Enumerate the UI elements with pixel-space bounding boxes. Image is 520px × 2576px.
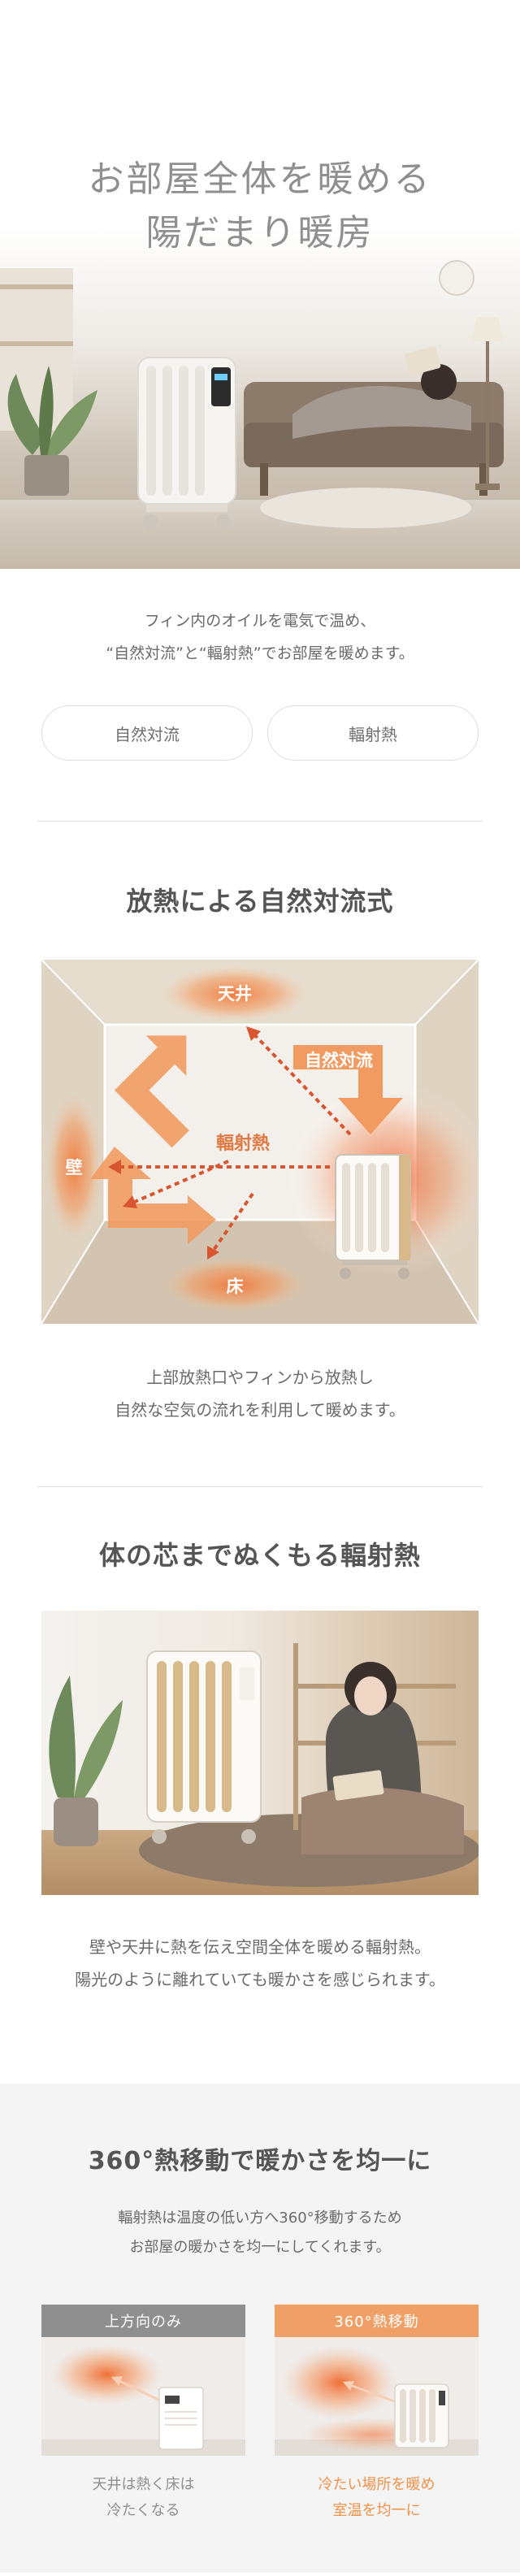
radiant-desc: 壁や天井に熱を伝え空間全体を暖める輻射熱。 陽光のように離れていても暖かさを感じ… <box>0 1931 520 1996</box>
compare-right-cap1: 冷たい場所を暖め <box>318 2476 436 2493</box>
hero-title-line1: お部屋全体を暖める <box>88 158 432 200</box>
intro-text: フィン内のオイルを電気で温め、 “自然対流”と“輻射熱”でお部屋を暖めます。 <box>0 605 520 670</box>
radiant-section: 体の芯までぬくもる輻射熱 <box>0 1537 520 1996</box>
spread-sub-line2: お部屋の暖かさを均一にしてくれます。 <box>129 2239 391 2256</box>
plant-icon <box>0 268 98 496</box>
radiant-title: 体の芯までぬくもる輻射熱 <box>98 1540 421 1571</box>
compare-left-head: 上方向のみ <box>41 2305 245 2337</box>
intro-line1: フィン内のオイルを電気で温め、 <box>144 612 376 630</box>
compare-left-image <box>41 2337 245 2456</box>
pill-radiant[interactable]: 輻射熱 <box>267 705 479 761</box>
hero-section: お部屋全体を暖める 陽だまり暖房 <box>0 0 520 569</box>
convection-section: 放熱による自然対流式 <box>0 883 520 1487</box>
convection-desc: 上部放熱口やフィンから放熱し 自然な空気の流れを利用して暖めます。 <box>0 1361 520 1426</box>
convection-title: 放熱による自然対流式 <box>126 886 394 917</box>
room-diagram <box>41 960 479 1324</box>
spread-sub-line1: 輻射熱は温度の低い方へ360°移動するため <box>118 2210 402 2227</box>
radiant-scene <box>49 1643 464 1854</box>
hero-title: お部屋全体を暖める 陽だまり暖房 <box>0 153 520 260</box>
heater-illustration <box>335 1154 411 1279</box>
hero-title-line2: 陽だまり暖房 <box>145 212 375 254</box>
radiant-desc-line1: 壁や天井に熱を伝え空間全体を暖める輻射熱。 <box>89 1937 431 1957</box>
oil-heater-icon <box>137 357 236 529</box>
feature-pills: 自然対流 輻射熱 <box>0 705 520 761</box>
compare-right-image <box>275 2337 479 2456</box>
comparison: 上方向のみ <box>0 2305 520 2524</box>
spread-sub: 輻射熱は温度の低い方へ360°移動するため お部屋の暖かさを均一にしてくれます。 <box>0 2204 520 2262</box>
sofa-with-person <box>244 345 504 496</box>
spread-title: 360°熱移動で暖かさを均一に <box>88 2147 432 2175</box>
compare-right-caption: 冷たい場所を暖め 室温を均一に <box>275 2472 479 2524</box>
label-natural-convection: 自然対流 <box>305 1051 373 1070</box>
wall-clock-icon <box>439 260 474 296</box>
label-ceiling: 天井 <box>218 984 252 1004</box>
label-wall: 壁 <box>65 1158 83 1177</box>
compare-left-cap2: 冷たくなる <box>106 2502 180 2519</box>
intro-line2: “自然対流”と“輻射熱”でお部屋を暖めます。 <box>106 644 414 662</box>
compare-360-spread: 360°熱移動 <box>275 2305 479 2524</box>
compare-left-cap1: 天井は熱く床は <box>92 2476 195 2493</box>
floor-lamp-icon <box>471 317 504 490</box>
convection-desc-line1: 上部放熱口やフィンから放熱し <box>146 1368 374 1387</box>
label-radiant-heat: 輻射熱 <box>215 1134 270 1154</box>
compare-left-caption: 天井は熱く床は 冷たくなる <box>41 2472 245 2524</box>
radiant-photo <box>41 1611 479 1895</box>
compare-right-head: 360°熱移動 <box>275 2305 479 2337</box>
section-divider-2 <box>37 1486 483 1487</box>
compare-upward-only: 上方向のみ <box>41 2305 245 2524</box>
radiant-desc-line2: 陽光のように離れていても暖かさを感じられます。 <box>75 1970 445 1989</box>
label-floor: 床 <box>226 1277 244 1296</box>
pill-convection[interactable]: 自然対流 <box>41 705 253 761</box>
section-divider <box>37 821 483 822</box>
spread-section: 360°熱移動で暖かさを均一に 輻射熱は温度の低い方へ360°移動するため お部… <box>0 2084 520 2573</box>
intro-section: フィン内のオイルを電気で温め、 “自然対流”と“輻射熱”でお部屋を暖めます。 自… <box>0 605 520 822</box>
hero-rug <box>260 488 471 528</box>
compare-right-cap2: 室温を均一に <box>332 2502 421 2519</box>
convection-diagram: 天井 自然対流 輻射熱 壁 床 <box>41 960 479 1324</box>
convection-desc-line2: 自然な空気の流れを利用して暖めます。 <box>115 1400 405 1420</box>
